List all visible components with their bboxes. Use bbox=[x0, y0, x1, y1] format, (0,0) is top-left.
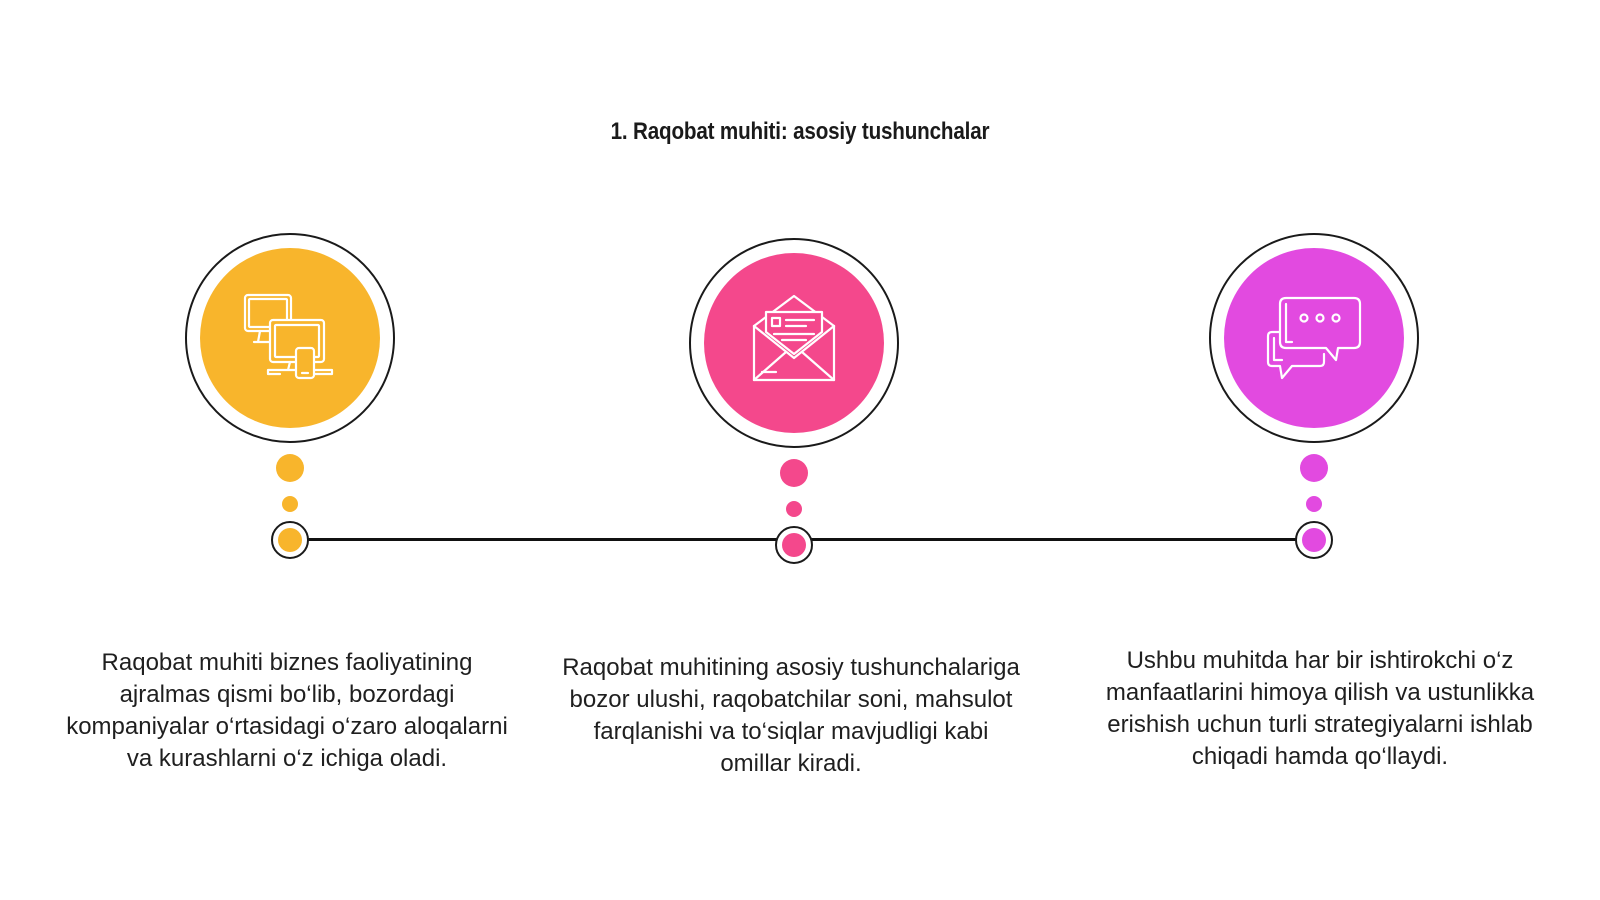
chat-bubbles-icon bbox=[1266, 296, 1362, 380]
step-2-timeline-node bbox=[775, 526, 813, 564]
step-3-node-fill bbox=[1302, 528, 1326, 552]
step-1-description: Raqobat muhiti biznes faoliyatining ajra… bbox=[66, 649, 508, 772]
step-1-connector-dot-small bbox=[282, 496, 298, 512]
step-3-connector-dot-large bbox=[1300, 454, 1328, 482]
step-2-node-fill bbox=[782, 533, 806, 557]
step-1-connector-dot-large bbox=[276, 454, 304, 482]
step-2-description: Raqobat muhitining asosiy tushunchalarig… bbox=[562, 654, 1020, 777]
envelope-letter-icon bbox=[752, 294, 836, 382]
step-1-timeline-node bbox=[271, 521, 309, 559]
slide-title: 1. Raqobat muhiti: asosiy tushunchalar bbox=[610, 118, 990, 145]
step-3-description: Ushbu muhitda har bir ishtirokchi o‘z ma… bbox=[1105, 647, 1535, 770]
step-3-connector-dot-small bbox=[1306, 496, 1322, 512]
step-2-connector-dot-large bbox=[780, 459, 808, 487]
step-3-timeline-node bbox=[1295, 521, 1333, 559]
devices-icon bbox=[243, 293, 334, 380]
step-2-connector-dot-small bbox=[786, 501, 802, 517]
step-1-node-fill bbox=[278, 528, 302, 552]
